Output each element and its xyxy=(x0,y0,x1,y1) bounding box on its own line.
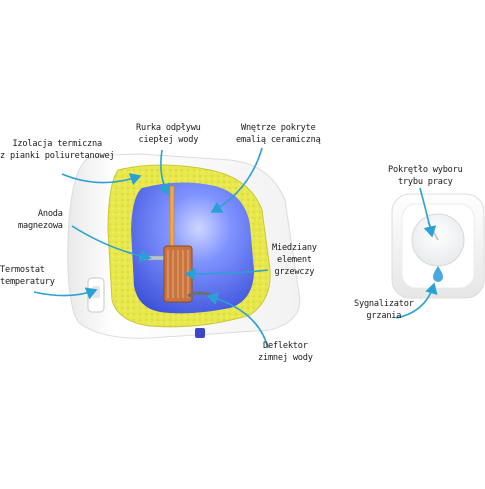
arrow-pipe xyxy=(157,149,169,196)
label-insulation-line2: z pianki poliuretanowej xyxy=(0,151,115,161)
label-pipe: Rurka odpływu ciepłej wody xyxy=(136,122,201,146)
label-insulation-line1: Izolacja termiczna xyxy=(12,139,102,149)
label-insulation: Izolacja termiczna z pianki poliuretanow… xyxy=(0,138,115,162)
label-enamel-line1: Wnętrze pokryte xyxy=(240,123,316,133)
label-thermostat-line2: temperatury xyxy=(0,277,55,287)
label-knob: Pokrętło wyboru trybu pracy xyxy=(388,164,463,188)
label-pipe-line2: ciepłej wody xyxy=(138,135,199,145)
label-enamel-line2: emalią ceramiczną xyxy=(236,135,321,145)
water-heater xyxy=(67,153,301,339)
label-knob-line1: Pokrętło wyboru xyxy=(388,165,463,175)
enamel-tank xyxy=(131,182,254,314)
arrow-copper xyxy=(184,267,269,281)
label-indicator-line1: Sygnalizator xyxy=(354,299,414,309)
arrow-anode xyxy=(71,225,152,263)
label-anode: Anoda magnezowa xyxy=(18,208,63,232)
arrow-enamel xyxy=(210,147,263,213)
label-enamel: Wnętrze pokryte emalią ceramiczną xyxy=(236,122,321,146)
label-deflector-line2: zimnej wody xyxy=(258,353,313,363)
arrow-indicator xyxy=(395,282,438,319)
label-anode-line2: magnezowa xyxy=(18,221,63,231)
label-thermostat-line1: Termostat xyxy=(0,265,45,275)
label-pipe-line1: Rurka odpływu xyxy=(136,123,201,133)
label-copper-line2: element xyxy=(276,255,312,265)
label-knob-line2: trybu pracy xyxy=(397,177,453,187)
thermostat-knob xyxy=(87,277,105,313)
arrow-knob xyxy=(419,187,437,238)
label-deflector-line1: Deflektor xyxy=(262,341,308,351)
bottom-connector xyxy=(195,328,205,338)
label-indicator-line2: grzania xyxy=(366,311,402,321)
label-deflector: Deflektor zimnej wody xyxy=(258,340,313,364)
label-copper: Miedziany element grzewczy xyxy=(272,242,317,278)
label-indicator: Sygnalizator grzania xyxy=(354,298,414,322)
arrow-deflector xyxy=(206,292,269,349)
label-anode-line1: Anoda xyxy=(37,209,63,219)
water-drop-icon xyxy=(433,266,443,282)
label-copper-line1: Miedziany xyxy=(272,243,317,253)
arrows xyxy=(33,147,438,349)
arrow-insulation xyxy=(61,173,142,186)
label-copper-line3: grzewczy xyxy=(274,267,315,277)
arrow-thermostat xyxy=(33,287,98,300)
control-panel xyxy=(391,193,485,299)
label-thermostat: Termostat temperatury xyxy=(0,264,55,288)
